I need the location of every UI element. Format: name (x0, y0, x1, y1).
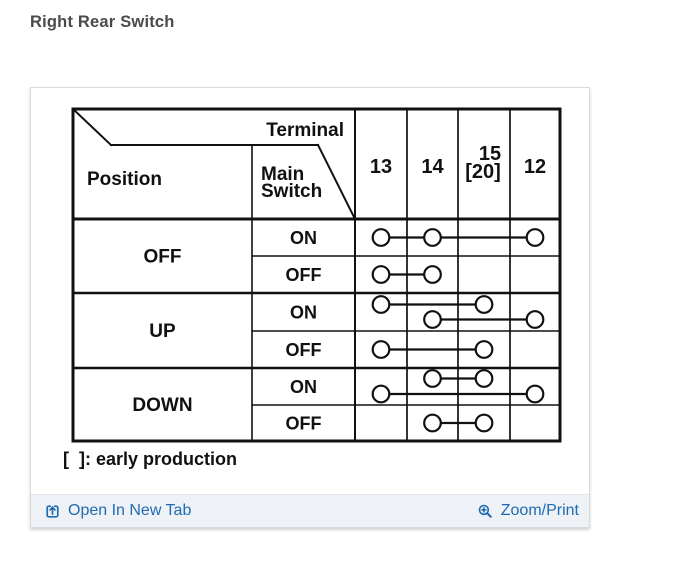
position-label: UP (149, 321, 176, 342)
contact-circle (423, 265, 442, 284)
page-title: Right Rear Switch (30, 13, 175, 31)
position-label: DOWN (132, 395, 192, 416)
contact-circle (371, 340, 391, 359)
contact-circle (423, 310, 442, 329)
terminal-label: 12 (524, 156, 546, 178)
zoom-plus-icon (478, 504, 492, 518)
terminal-sublabel: [20] (465, 161, 501, 183)
open-in-new-tab-icon (46, 504, 59, 518)
position-header-label: Position (87, 169, 162, 190)
switch-state-label: ON (290, 303, 317, 323)
zoom-print-label: Zoom/Print (500, 502, 579, 519)
switch-state-label: ON (290, 377, 317, 397)
contact-circle (371, 384, 391, 404)
switch-state-label: OFF (286, 265, 322, 285)
terminal-label: 14 (421, 156, 444, 178)
switch-state-label: OFF (286, 414, 322, 434)
main-switch-header-label: Main (261, 164, 304, 185)
contact-circle (525, 384, 545, 404)
contact-circle (474, 340, 494, 359)
contact-circle (371, 265, 391, 284)
contact-circle (423, 369, 442, 388)
terminal-header-label: Terminal (266, 120, 344, 141)
contact-circle (423, 413, 442, 433)
switch-state-label: ON (290, 228, 317, 248)
contact-circle (525, 228, 545, 247)
switch-state-label: OFF (286, 340, 322, 360)
footer-bar: Open In New Tab Zoom/Print (31, 494, 589, 527)
open-in-new-tab-link[interactable]: Open In New Tab (44, 502, 191, 520)
contact-circle (525, 310, 545, 329)
contact-circle (474, 413, 494, 433)
terminal-label: 15 (479, 143, 501, 165)
terminal-label: 13 (370, 156, 392, 178)
footnote: [ ]: early production (63, 449, 238, 469)
contact-circle (474, 295, 494, 314)
position-label: OFF (144, 247, 182, 268)
main-switch-header-label: Switch (261, 181, 322, 202)
contact-circle (371, 295, 391, 314)
open-in-new-tab-label: Open In New Tab (68, 502, 192, 519)
contact-circle (423, 228, 442, 247)
contact-circle (371, 228, 391, 247)
zoom-print-link[interactable]: Zoom/Print (477, 502, 579, 520)
table-grid (71, 107, 562, 443)
contact-circle (474, 369, 494, 388)
